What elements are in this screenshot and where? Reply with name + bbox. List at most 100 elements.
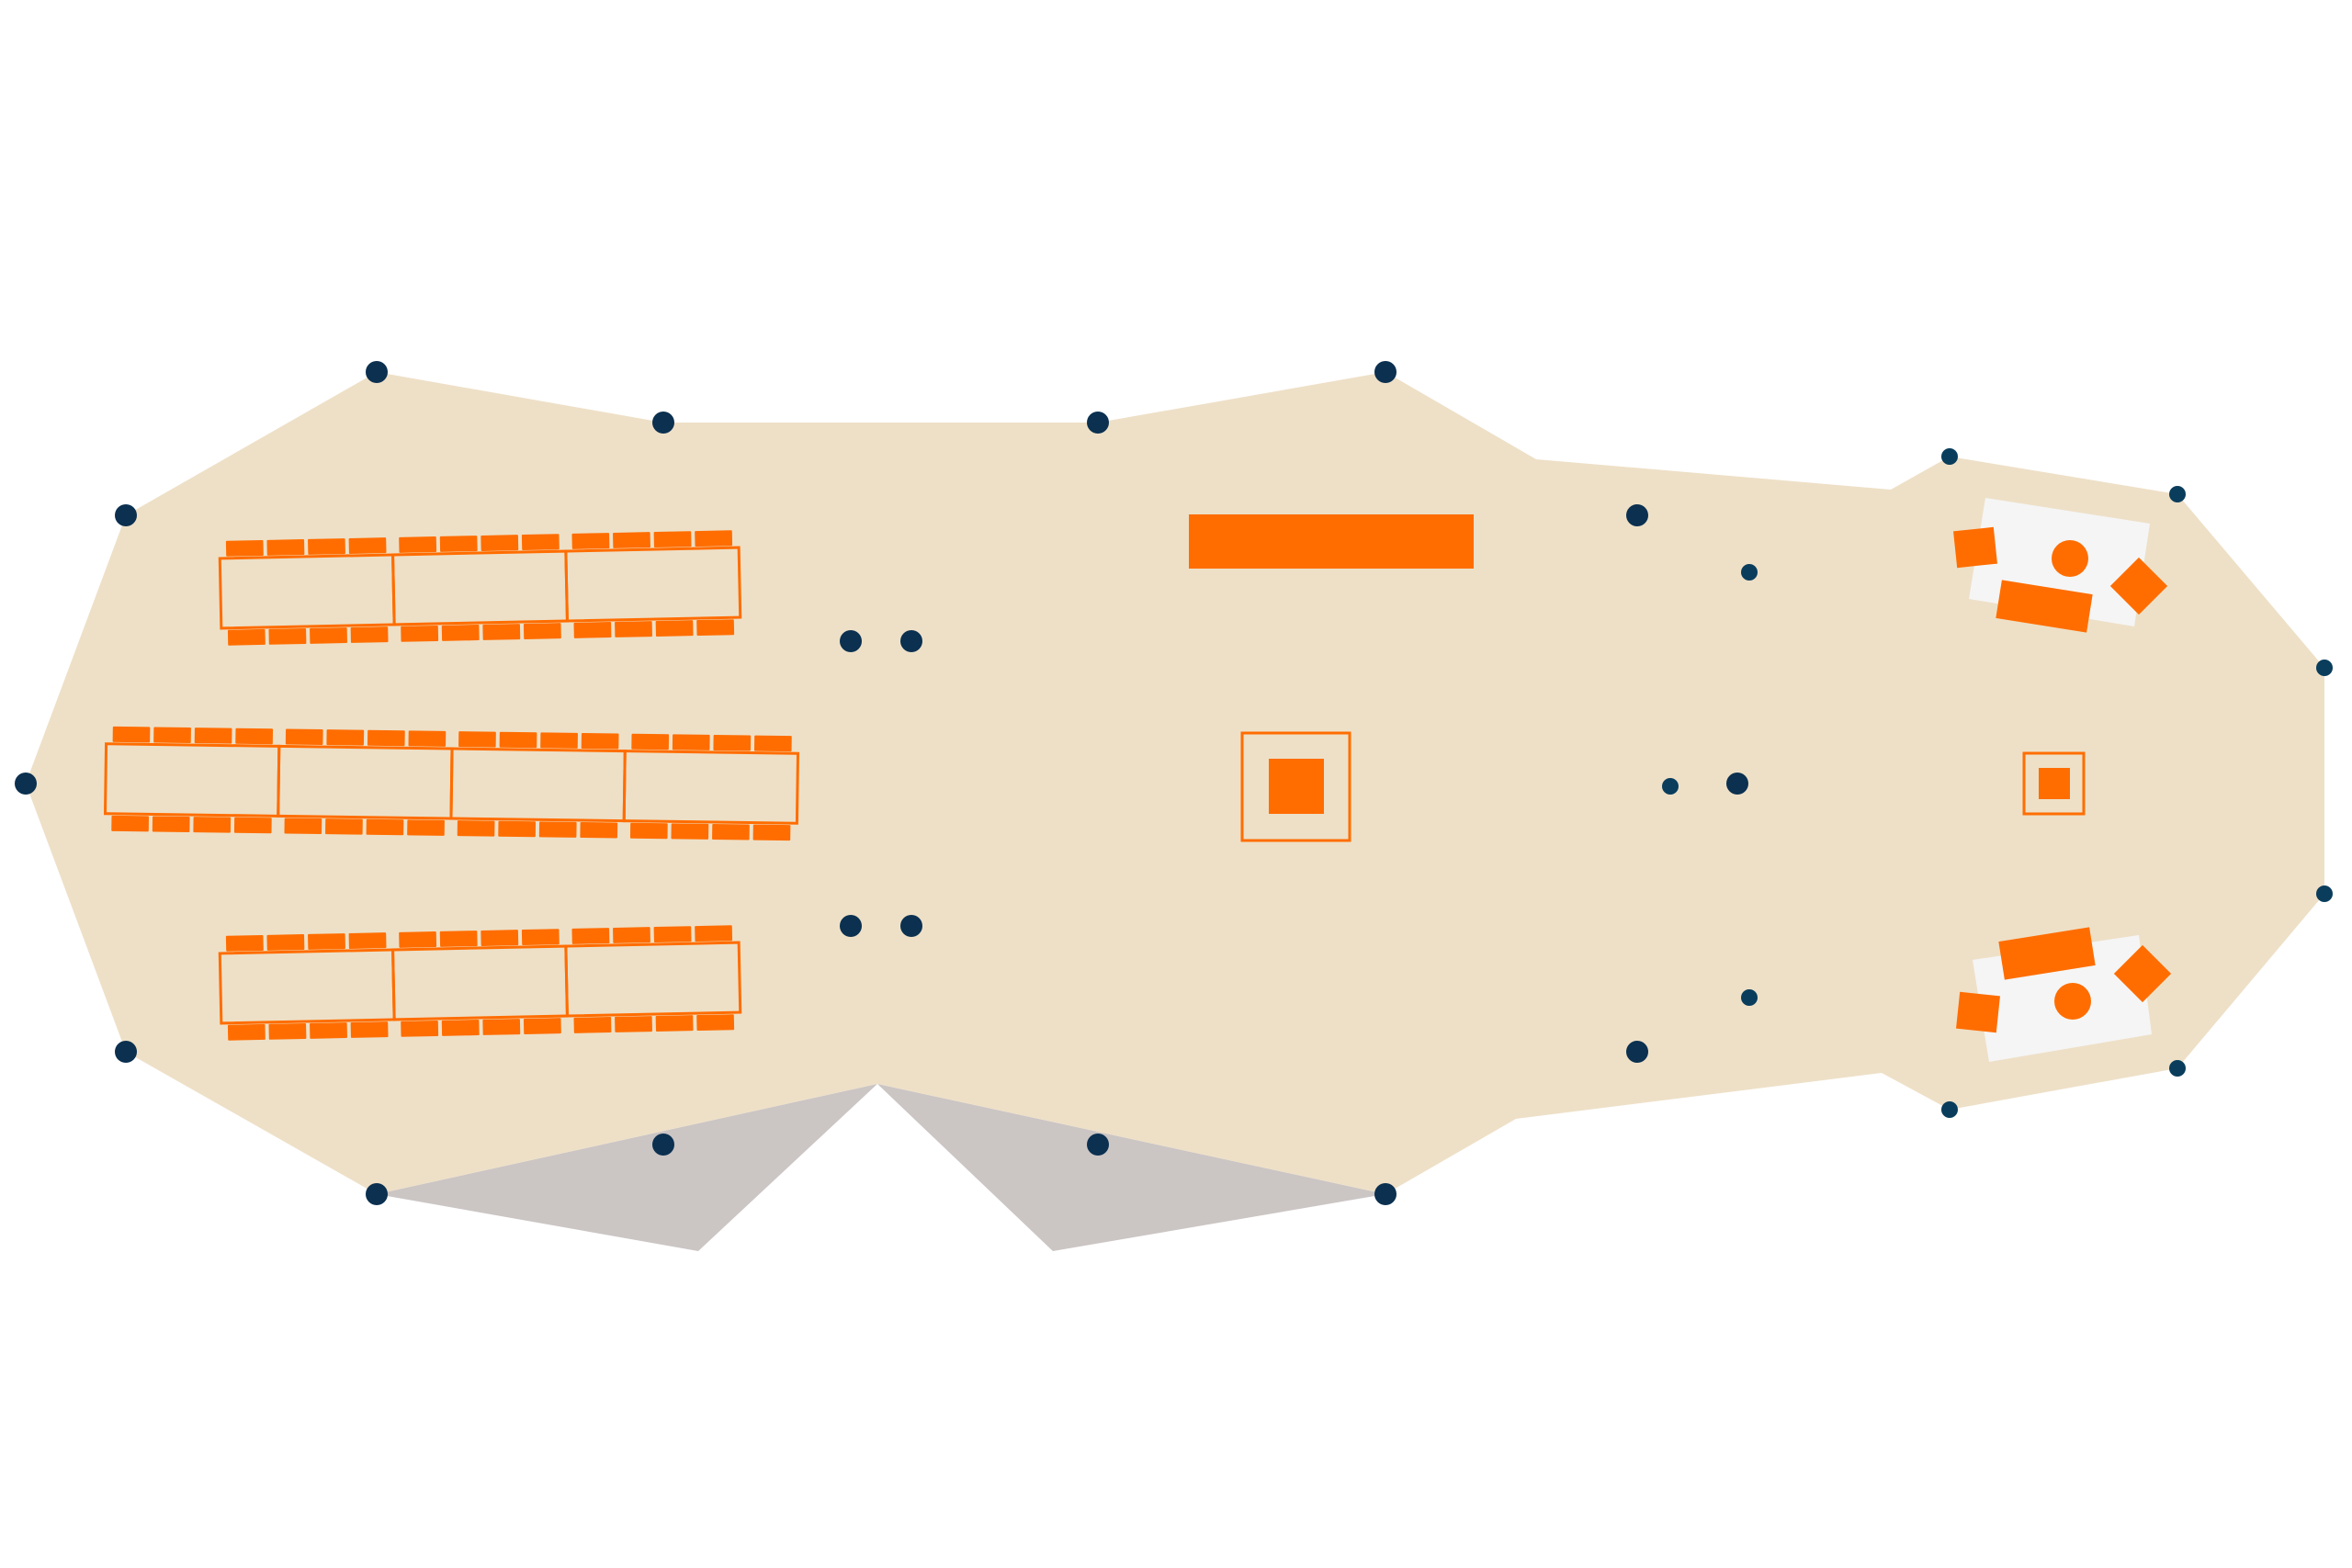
column — [1741, 564, 1758, 581]
chair — [399, 931, 437, 948]
chair — [441, 1020, 480, 1036]
chair — [153, 727, 191, 744]
chair — [695, 530, 733, 547]
column — [652, 1134, 674, 1156]
chair — [613, 532, 650, 548]
chair — [366, 818, 404, 836]
chair — [227, 628, 266, 646]
chair — [285, 728, 323, 746]
column — [1662, 778, 1679, 795]
chair — [407, 819, 445, 836]
chair — [613, 927, 650, 943]
right-wing — [877, 1084, 1385, 1251]
chair — [348, 537, 387, 554]
chair — [482, 624, 521, 640]
lounge-stool — [1953, 526, 1997, 569]
lounge-table — [2052, 540, 2088, 577]
chair — [521, 929, 560, 946]
chair — [441, 625, 480, 641]
chair — [266, 934, 305, 951]
chair — [111, 815, 150, 832]
chair — [573, 622, 612, 638]
chair — [401, 1020, 439, 1037]
small-platform-block — [2039, 768, 2070, 799]
chair — [671, 823, 709, 840]
chair — [310, 627, 347, 644]
chair — [571, 928, 610, 944]
column — [366, 1183, 388, 1205]
chair — [401, 625, 439, 642]
chair — [326, 729, 365, 746]
floor-area — [26, 372, 2324, 1194]
chair — [713, 734, 752, 751]
banquet-row — [103, 726, 800, 841]
chair — [752, 824, 791, 841]
center-platform-block — [1269, 759, 1324, 814]
chair — [233, 817, 272, 834]
column — [2316, 660, 2333, 676]
column — [1741, 989, 1758, 1006]
chair — [499, 731, 537, 749]
chair — [631, 733, 670, 750]
chair — [581, 732, 619, 750]
chair — [695, 925, 733, 942]
column — [1087, 412, 1109, 434]
chair — [753, 735, 792, 752]
chair — [655, 620, 694, 637]
chair — [193, 817, 232, 833]
chair — [523, 623, 561, 639]
chair — [655, 1015, 694, 1032]
chair — [268, 627, 307, 645]
chair — [348, 932, 387, 949]
left-wing — [377, 1084, 877, 1251]
lounge-stool — [1956, 991, 2000, 1033]
banquet-table — [564, 941, 742, 1018]
chair — [350, 1021, 389, 1038]
chair — [482, 1019, 521, 1035]
banquet-table — [564, 546, 742, 623]
column — [2316, 886, 2333, 902]
chair — [523, 1018, 561, 1034]
column — [840, 915, 862, 937]
column — [115, 1041, 137, 1063]
chair — [498, 820, 537, 838]
column — [1374, 1183, 1396, 1205]
chair — [367, 729, 405, 747]
chair — [408, 730, 447, 747]
chair — [540, 732, 578, 749]
small-platform-outline — [2022, 751, 2086, 816]
chair — [308, 933, 345, 950]
banquet-table — [622, 750, 800, 825]
chair — [112, 726, 151, 743]
chair — [308, 538, 345, 555]
column — [115, 504, 137, 526]
chair — [571, 533, 610, 549]
chair — [268, 1022, 307, 1040]
chair — [629, 822, 668, 840]
chair — [573, 1017, 612, 1033]
lounge-sofa — [1996, 580, 2093, 633]
chair — [266, 539, 305, 556]
chair — [284, 818, 322, 835]
lounge-area — [1953, 498, 2168, 633]
chair — [152, 816, 190, 833]
column — [1626, 504, 1648, 526]
bar-counter — [1189, 514, 1474, 569]
chair — [696, 1014, 735, 1032]
chair — [538, 821, 577, 838]
chair — [458, 731, 496, 748]
chair — [615, 1016, 652, 1032]
chair — [653, 926, 692, 943]
column — [1374, 361, 1396, 383]
lounge-sofa — [1998, 927, 2096, 980]
chair — [225, 934, 264, 952]
column — [900, 915, 922, 937]
column — [366, 361, 388, 383]
chair — [235, 728, 274, 745]
chair — [227, 1023, 266, 1041]
chair — [225, 539, 264, 557]
chair — [521, 534, 560, 551]
chair — [439, 931, 478, 947]
column — [1726, 773, 1748, 795]
